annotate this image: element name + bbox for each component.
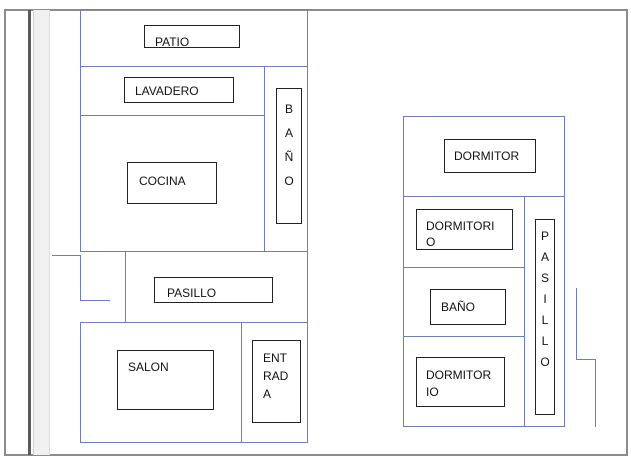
document-top-edge: [10, 0, 602, 10]
dormitor-top-label: DORMITOR: [444, 139, 536, 173]
bano-right-label: BAÑO: [430, 289, 506, 325]
entrada-label-line: RAD: [263, 369, 289, 383]
dormitor-top-label-text: DORMITOR: [454, 149, 520, 163]
pasillo-right-label: P A S I L L O: [535, 219, 555, 415]
dormitorio-bottom-label-line: IO: [426, 385, 439, 399]
salon-label: SALON: [117, 350, 214, 410]
pasillo-right-letter: I: [543, 292, 547, 306]
entry-wall-top: [52, 255, 81, 256]
cocina-label: COCINA: [127, 162, 217, 204]
dormitorio-mid-label: DORMITORI O: [416, 209, 513, 250]
entrada-label: ENT RAD A: [252, 340, 301, 423]
dormitorio-mid-label-line: DORMITORI: [426, 219, 495, 233]
entry-wall-side: [80, 255, 81, 301]
bano-left-letter: A: [284, 126, 293, 140]
dormitorio-mid-label-line: O: [426, 235, 436, 249]
entry-wall-bottom: [80, 300, 110, 301]
dormitorio-bottom-label-line: DORMITOR: [426, 368, 492, 382]
bano-right-label-text: BAÑO: [441, 300, 476, 314]
dormitorio-bottom-label: DORMITOR IO: [416, 357, 505, 407]
document-frame: [4, 9, 628, 456]
pasillo-left-label-text: PASILLO: [167, 286, 217, 300]
pasillo-right-letter: L: [541, 334, 549, 348]
pasillo-right-area: [524, 196, 565, 427]
page-margin-gutter: [33, 10, 50, 455]
lavadero-label: LAVADERO: [124, 77, 234, 103]
lavadero-label-text: LAVADERO: [135, 84, 199, 98]
entrada-area: [241, 322, 308, 443]
cocina-label-text: COCINA: [139, 174, 186, 188]
bano-left-letter: B: [284, 102, 293, 116]
entrada-label-line: A: [263, 387, 272, 401]
right-outside-wall: [576, 288, 577, 360]
entrada-label-line: ENT: [263, 351, 287, 365]
salon-label-text: SALON: [128, 360, 169, 374]
right-outside-wall-lower: [595, 359, 596, 427]
bano-left-label: B A Ñ O: [276, 88, 302, 224]
bano-left-letter: O: [284, 174, 294, 188]
pasillo-right-letter: L: [541, 313, 549, 327]
right-outside-step: [576, 359, 595, 360]
pasillo-right-letter: P: [540, 229, 549, 243]
patio-label: PATIO: [144, 25, 240, 48]
page-margin-line: [28, 10, 31, 455]
bano-left-letter: Ñ: [284, 150, 294, 164]
pasillo-right-letter: O: [540, 355, 550, 369]
pasillo-right-letter: A: [540, 250, 549, 264]
pasillo-left-label: PASILLO: [154, 277, 273, 303]
patio-label-text: PATIO: [155, 35, 190, 48]
pasillo-right-letter: S: [540, 271, 549, 285]
